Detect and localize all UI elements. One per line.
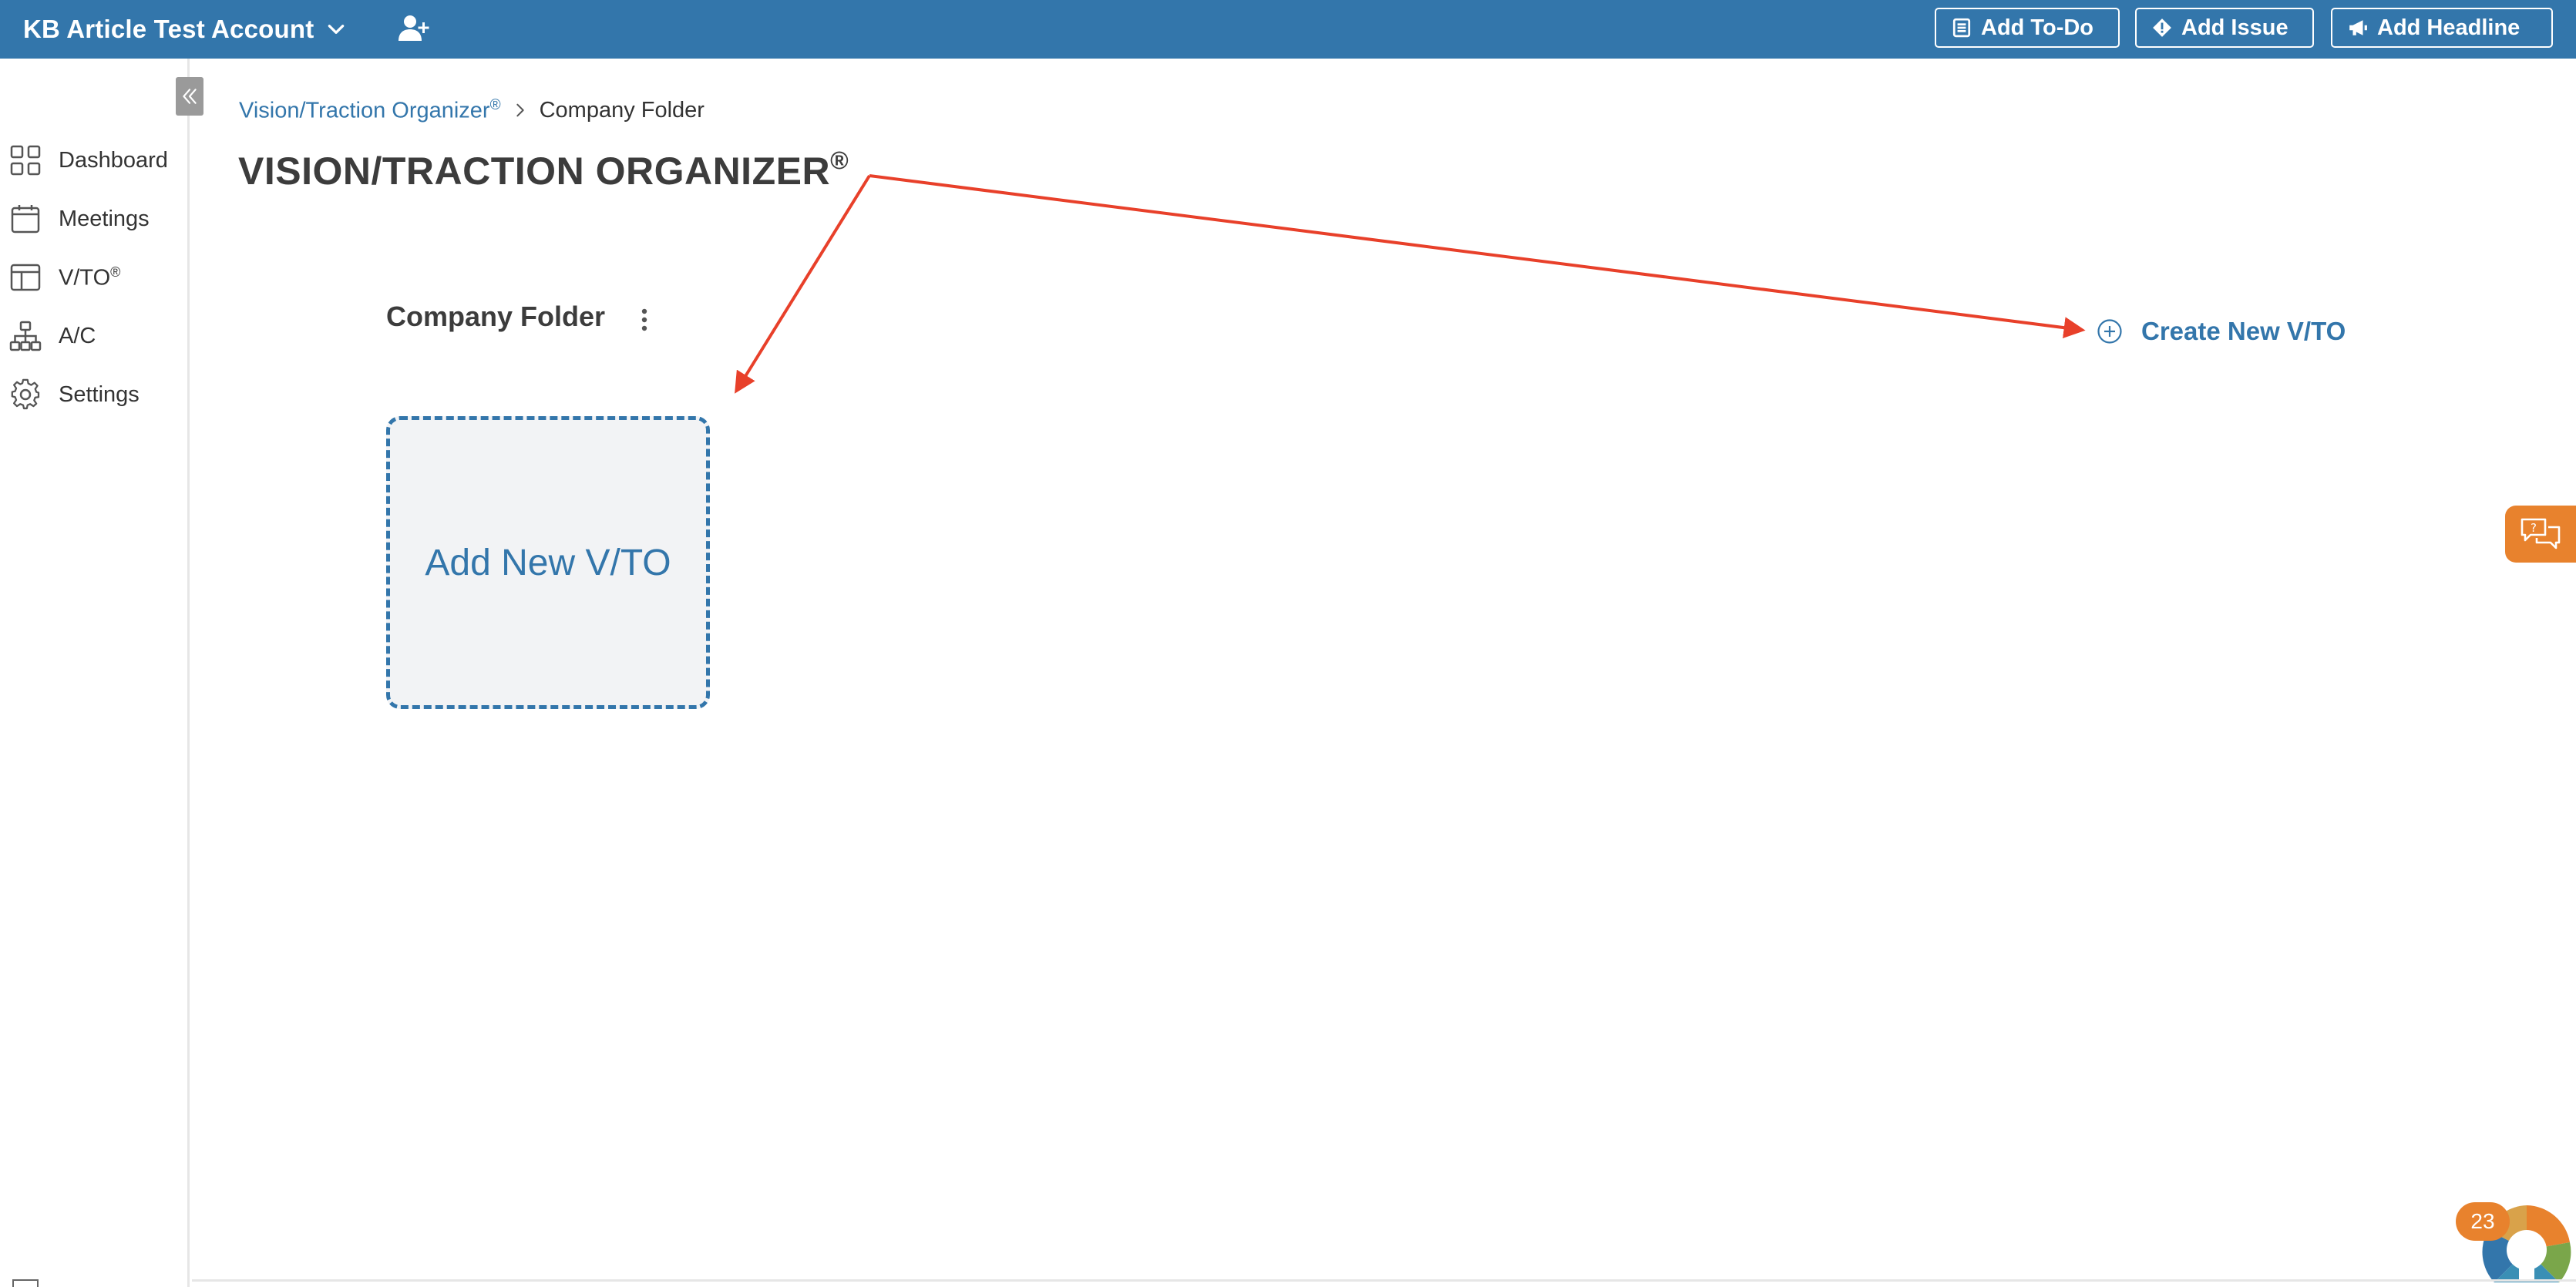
add-new-vto-card[interactable]: Add New V/TO xyxy=(386,416,710,709)
help-chat-icon: ? xyxy=(2521,518,2561,549)
add-todo-button[interactable]: Add To-Do xyxy=(1935,8,2120,48)
add-todo-label: Add To-Do xyxy=(1981,15,2094,40)
add-headline-button[interactable]: Add Headline xyxy=(2331,8,2553,48)
add-issue-button[interactable]: Add Issue xyxy=(2135,8,2314,48)
svg-text:?: ? xyxy=(2531,521,2537,535)
sidebar-item-settings[interactable]: Settings xyxy=(9,371,185,418)
breadcrumb: Vision/Traction Organizer® Company Folde… xyxy=(239,97,705,124)
sidebar-item-label: Dashboard xyxy=(59,147,168,173)
annotation-arrow-to-create xyxy=(869,174,2086,339)
sidebar-item-dashboard[interactable]: Dashboard xyxy=(9,137,185,183)
lightbulb-widget-icon[interactable] xyxy=(2473,1199,2576,1287)
top-navigation-bar: KB Article Test Account Add To-Do Add Is… xyxy=(0,0,2576,59)
add-user-icon[interactable] xyxy=(397,13,431,44)
sidebar-item-label: Settings xyxy=(59,381,140,407)
grid-icon xyxy=(10,145,41,176)
sidebar-item-vto[interactable]: V/TO® xyxy=(9,254,185,301)
annotation-arrow-to-card xyxy=(735,174,871,394)
create-new-vto-button[interactable]: Create New V/TO xyxy=(2097,313,2346,350)
page-title: VISION/TRACTION ORGANIZER® xyxy=(238,146,849,193)
sidebar: Dashboard Meetings V/TO® A/C xyxy=(0,59,190,1287)
sidebar-item-meetings[interactable]: Meetings xyxy=(9,196,185,242)
breadcrumb-current: Company Folder xyxy=(539,97,705,123)
breadcrumb-link-vto[interactable]: Vision/Traction Organizer® xyxy=(239,97,501,123)
account-switcher[interactable]: KB Article Test Account xyxy=(23,11,346,48)
double-chevron-left-icon xyxy=(183,89,197,104)
org-chart-icon xyxy=(9,321,42,351)
sidebar-item-label: A/C xyxy=(59,323,96,348)
create-new-vto-label: Create New V/TO xyxy=(2141,317,2346,345)
notification-badge: 23 xyxy=(2456,1202,2510,1241)
sidebar-item-ac[interactable]: A/C xyxy=(9,313,185,359)
sidebar-bottom-icon[interactable] xyxy=(12,1279,39,1287)
chevron-right-icon xyxy=(516,103,524,117)
plus-circle-icon xyxy=(2097,319,2122,344)
collapse-sidebar-button[interactable] xyxy=(176,77,203,116)
gear-icon xyxy=(11,378,40,410)
sidebar-item-label: Meetings xyxy=(59,206,150,231)
folder-title: Company Folder xyxy=(386,301,606,332)
sidebar-item-label: V/TO® xyxy=(59,264,121,291)
add-issue-label: Add Issue xyxy=(2181,15,2288,40)
chevron-down-icon xyxy=(328,25,345,34)
layout-icon xyxy=(10,264,41,291)
footer-divider xyxy=(192,1279,2576,1282)
account-name: KB Article Test Account xyxy=(23,15,314,43)
list-icon xyxy=(1952,18,1971,38)
diamond-alert-icon xyxy=(2153,18,2171,37)
add-headline-label: Add Headline xyxy=(2377,15,2521,40)
megaphone-icon xyxy=(2349,20,2367,35)
more-options-icon[interactable] xyxy=(634,306,655,334)
add-new-vto-label: Add New V/TO xyxy=(425,542,671,583)
calendar-icon xyxy=(11,205,40,234)
help-feedback-tab[interactable]: ? xyxy=(2505,506,2576,563)
